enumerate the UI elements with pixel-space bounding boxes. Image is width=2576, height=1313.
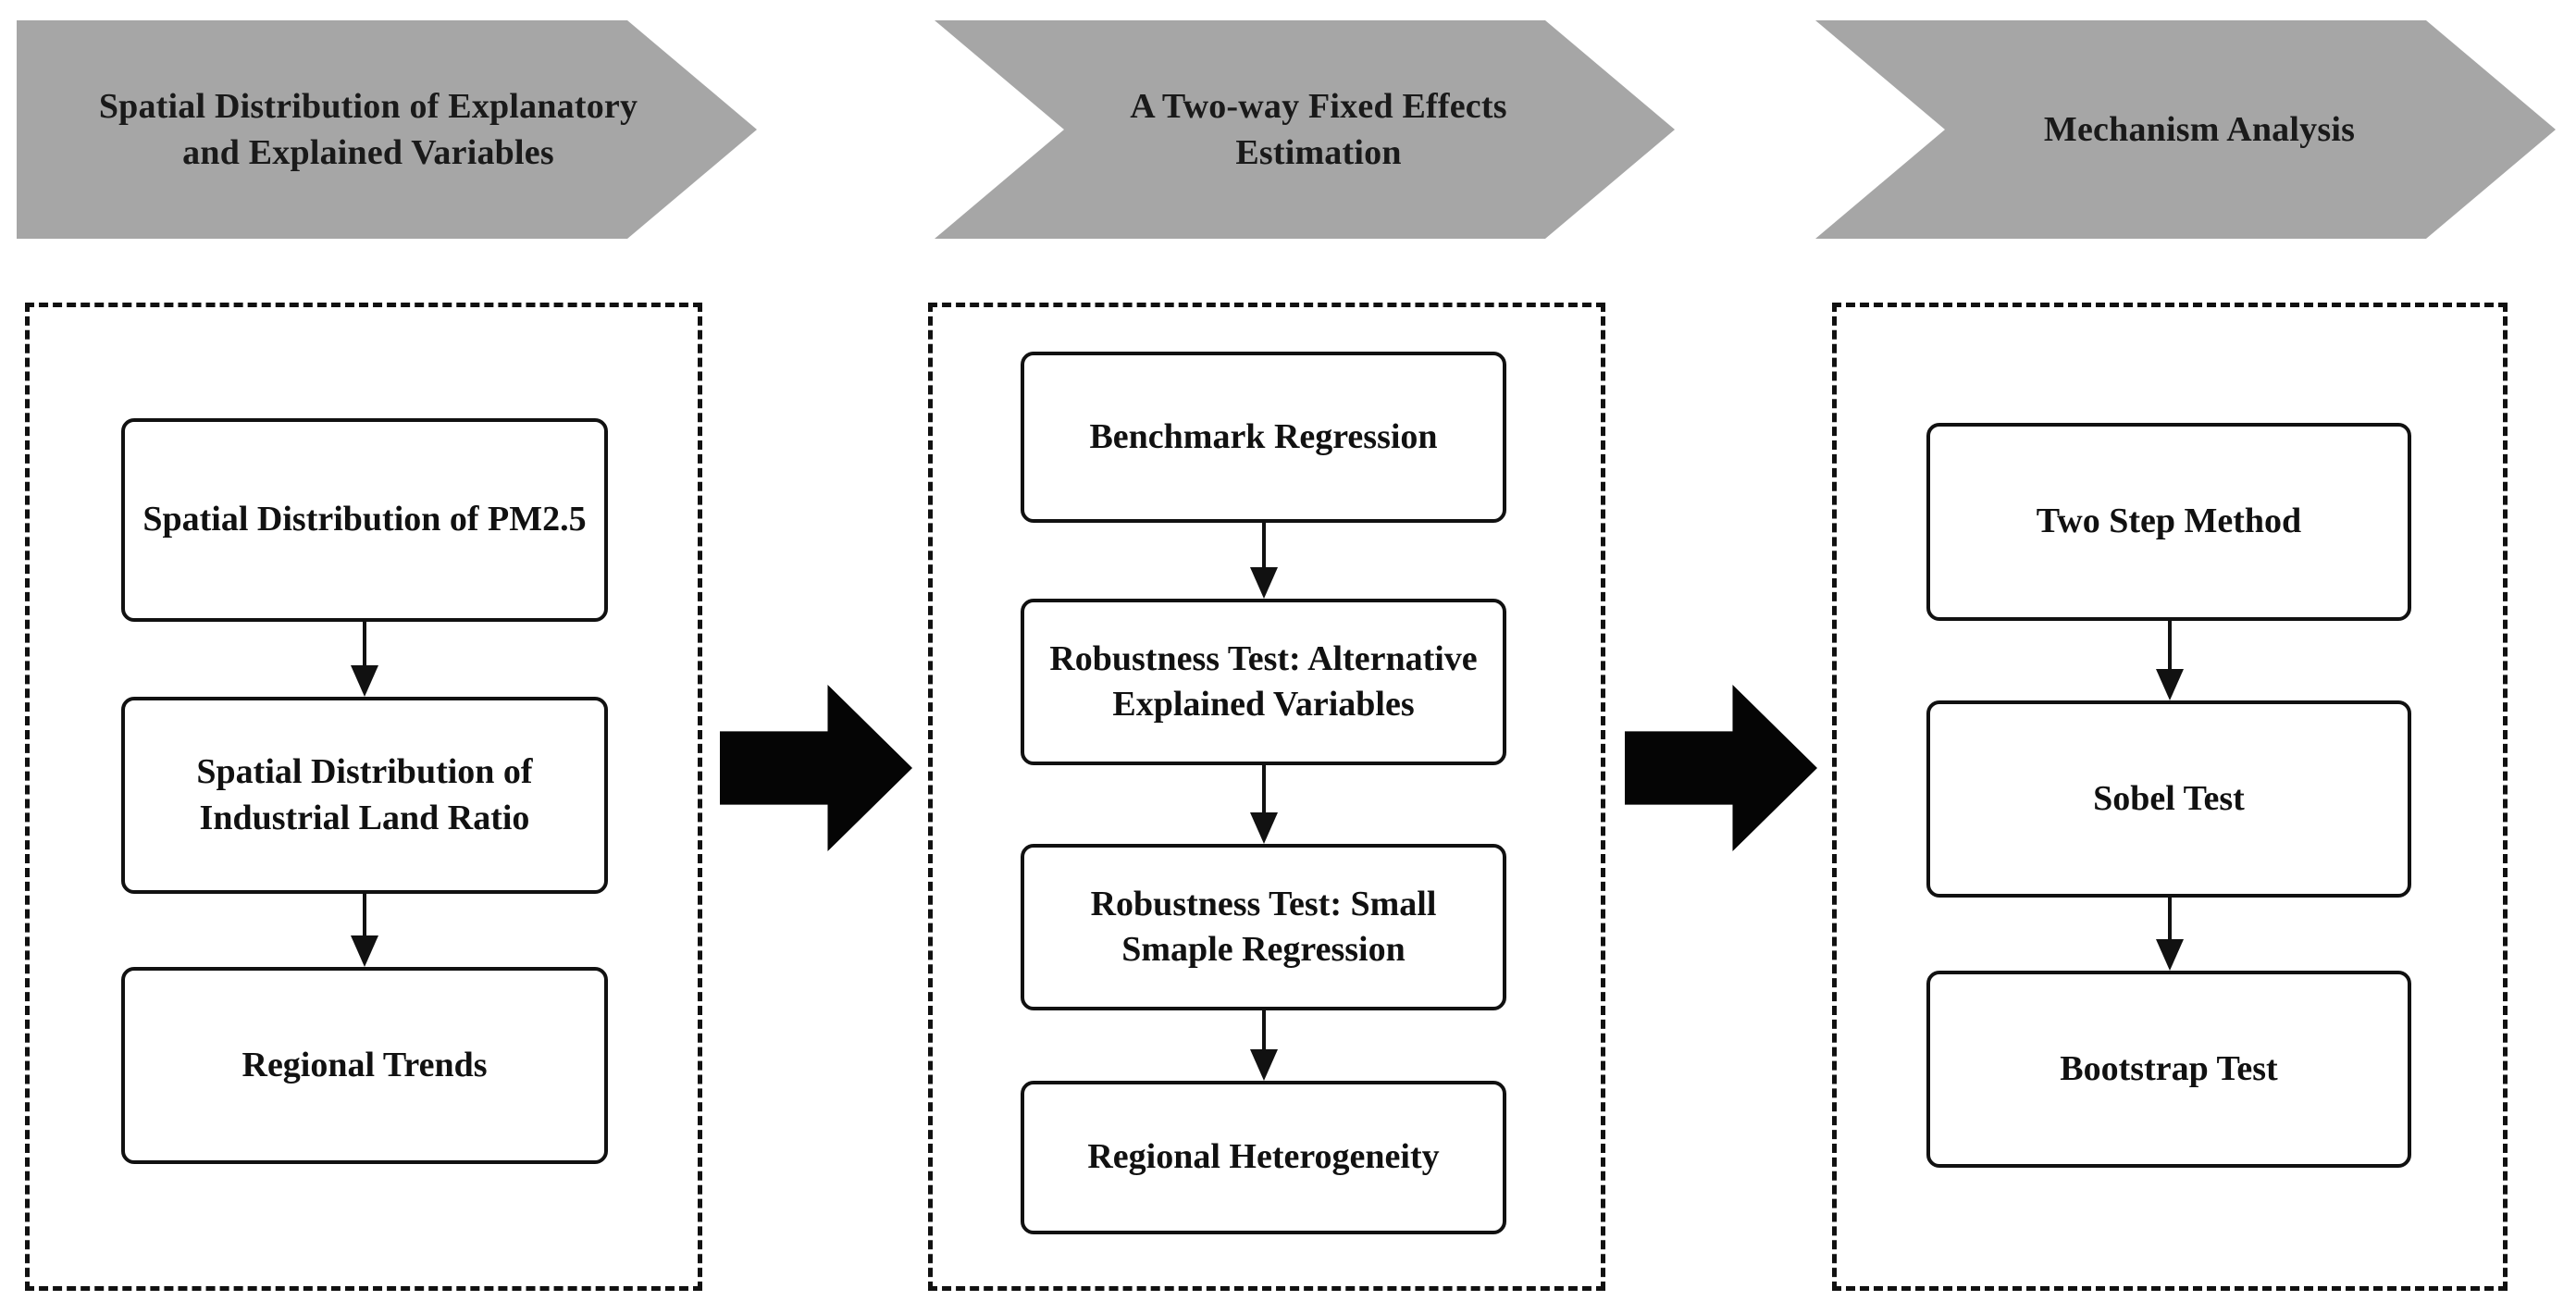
chevron-shape-icon (17, 20, 757, 239)
stage-banner-2: A Two-way Fixed Effects Estimation (935, 20, 1675, 239)
stage-banner-3-label: Mechanism Analysis (2043, 109, 2356, 149)
arrow-head (2156, 669, 2184, 700)
arrow-head (1250, 567, 1278, 599)
arrow-stem (1262, 523, 1266, 567)
arrow-head (1250, 1049, 1278, 1081)
down-arrow-icon (2156, 898, 2184, 971)
arrow-stem (1262, 1010, 1266, 1049)
arrow-head (1250, 812, 1278, 844)
down-arrow-icon (2156, 621, 2184, 700)
down-arrow-icon (1250, 523, 1278, 599)
stage-banner-3: Mechanism Analysis (1815, 20, 2556, 239)
step-box-regional-trends: Regional Trends (121, 967, 608, 1164)
step-box-benchmark-regression: Benchmark Regression (1021, 352, 1506, 523)
stage-banner-1-label: Spatial Distribution of Explanatory and … (98, 86, 638, 172)
step-box-regional-heterogeneity: Regional Heterogeneity (1021, 1081, 1506, 1234)
step-box-spatial-distribution-industrial-land-ratio: Spatial Distribution of Industrial Land … (121, 697, 608, 894)
step-box-robustness-test-alternative-explained-variables: Robustness Test: Alternative Explained V… (1021, 599, 1506, 765)
step-box-two-step-method: Two Step Method (1926, 423, 2411, 621)
step-box-robustness-test-small-smaple-regression: Robustness Test: Small Smaple Regression (1021, 844, 1506, 1010)
right-block-arrow-icon (720, 685, 912, 851)
arrow-head (2156, 939, 2184, 971)
down-arrow-icon (1250, 1010, 1278, 1081)
down-arrow-icon (351, 622, 378, 697)
stage-panel-1 (25, 303, 702, 1291)
stage-banner-1: Spatial Distribution of Explanatory and … (17, 20, 757, 239)
stage-banner-2-label: A Two-way Fixed Effects Estimation (1130, 86, 1507, 172)
arrow-stem (363, 894, 366, 935)
step-box-spatial-distribution-pm25: Spatial Distribution of PM2.5 (121, 418, 608, 622)
step-box-bootstrap-test: Bootstrap Test (1926, 971, 2411, 1168)
stage-panel-2 (928, 303, 1605, 1291)
down-arrow-icon (351, 894, 378, 967)
down-arrow-icon (1250, 765, 1278, 844)
stage-panel-3 (1832, 303, 2508, 1291)
arrow-head (351, 935, 378, 967)
step-box-sobel-test: Sobel Test (1926, 700, 2411, 898)
arrow-stem (2168, 898, 2172, 939)
arrow-stem (363, 622, 366, 665)
arrow-stem (1262, 765, 1266, 812)
arrow-stem (2168, 621, 2172, 669)
right-block-arrow-icon (1625, 685, 1817, 851)
arrow-head (351, 665, 378, 697)
